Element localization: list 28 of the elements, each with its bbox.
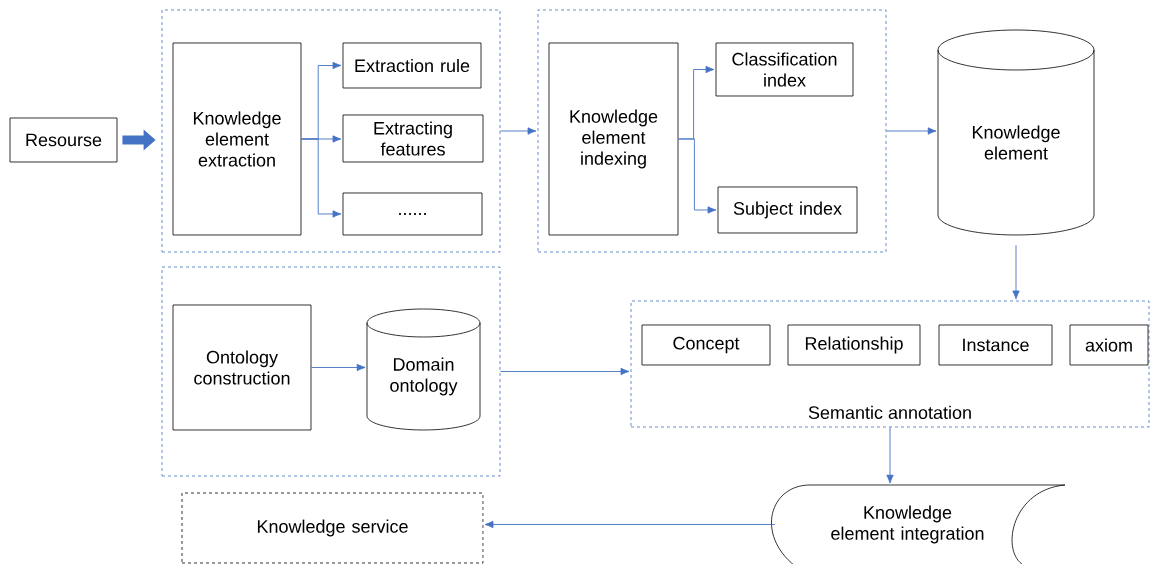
dashed-group-box	[161, 9, 501, 253]
process-box: Resourse	[9, 117, 118, 163]
database-cylinder: Knowledge element	[937, 29, 1095, 236]
process-box: axiom	[1069, 324, 1149, 366]
process-box: Knowledge element indexing	[548, 42, 679, 236]
process-box: Instance	[938, 324, 1053, 366]
process-box: Extracting features	[342, 114, 484, 163]
dashed-box: Knowledge service	[181, 492, 484, 564]
arrow	[499, 367, 630, 376]
process-box: ......	[342, 192, 483, 236]
process-box: Ontology construction	[172, 304, 312, 431]
arrow	[499, 127, 537, 135]
process-box: Knowledge element extraction	[172, 42, 302, 236]
arrow	[886, 426, 894, 484]
arrow	[310, 363, 366, 372]
arrow	[300, 138, 342, 218]
dashed-group-box	[537, 9, 887, 253]
arrow	[677, 138, 717, 214]
process-box: Relationship	[787, 324, 921, 366]
arrow	[484, 520, 776, 529]
database-cylinder: Domain ontology	[366, 308, 481, 431]
arrow	[885, 127, 937, 135]
process-box: Classification index	[715, 42, 854, 97]
process-box: Subject index	[717, 186, 858, 234]
process-box: Extraction rule	[342, 42, 482, 89]
arrow	[1012, 244, 1020, 300]
dashed-group-box	[161, 266, 501, 477]
process-box: Concept	[641, 324, 771, 366]
